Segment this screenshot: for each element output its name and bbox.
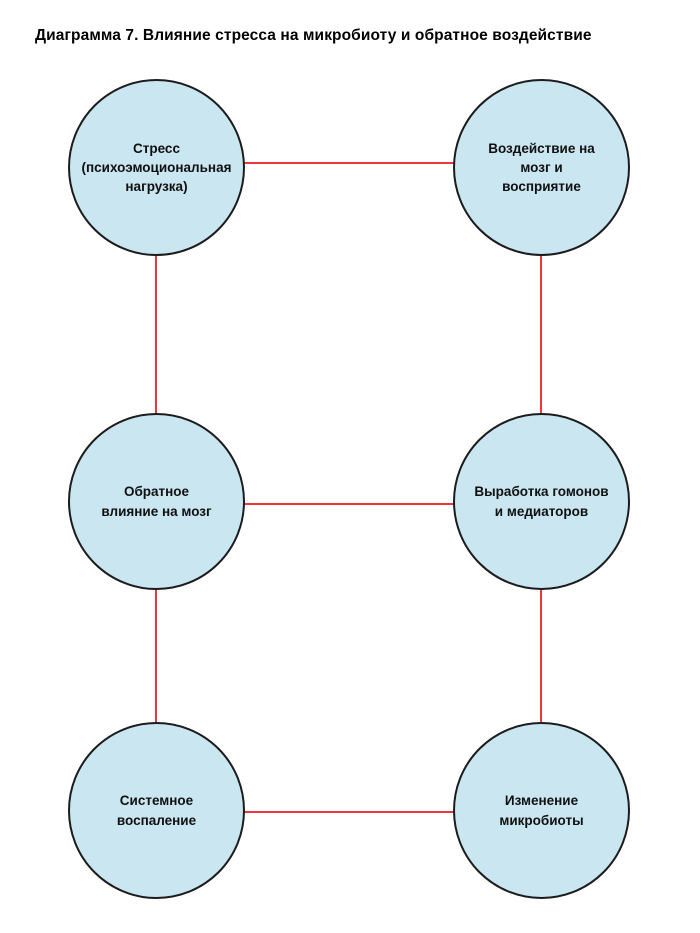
- node-stress-label: Стресс (психоэмоциональная нагрузка): [81, 140, 232, 195]
- node-brain-impact-label: Воздействие на мозг и восприятие: [488, 140, 595, 195]
- edge-reverse-brain-to-inflammation: [155, 588, 157, 724]
- edge-hormones-to-microbiota: [540, 588, 542, 724]
- node-inflammation: Системное воспаление: [68, 722, 245, 899]
- node-inflammation-label: Системное воспаление: [116, 793, 197, 828]
- node-brain-impact: Воздействие на мозг и восприятие: [453, 79, 630, 256]
- node-reverse-brain: Обратное влияние на мозг: [68, 413, 245, 590]
- node-hormones-label: Выработка гомонов и медиаторов: [474, 484, 609, 519]
- node-hormones: Выработка гомонов и медиаторов: [453, 413, 630, 590]
- node-reverse-brain-label: Обратное влияние на мозг: [101, 484, 212, 519]
- edge-reverse-brain-to-hormones: [244, 503, 456, 505]
- node-stress: Стресс (психоэмоциональная нагрузка): [68, 79, 245, 256]
- node-microbiota: Изменение микробиоты: [453, 722, 630, 899]
- edge-inflammation-to-microbiota: [244, 811, 456, 813]
- edge-stress-to-reverse-brain: [155, 254, 157, 415]
- edge-brain-impact-to-hormones: [540, 254, 542, 415]
- node-microbiota-label: Изменение микробиоты: [499, 793, 584, 828]
- edge-stress-to-brain-impact: [244, 162, 456, 164]
- diagram-title: Диаграмма 7. Влияние стресса на микробио…: [35, 27, 592, 44]
